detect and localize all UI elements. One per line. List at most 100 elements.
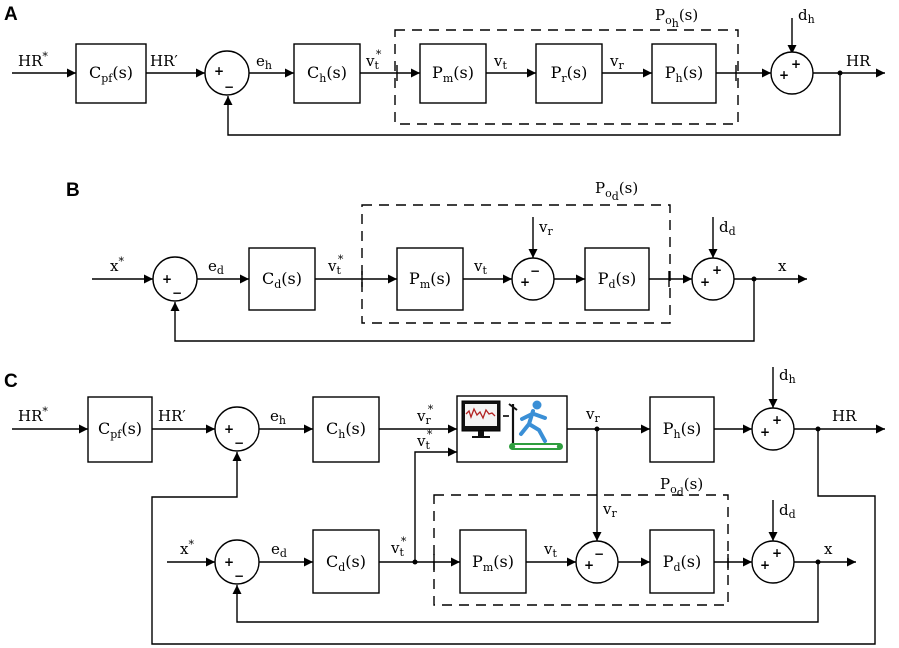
block-c-controller-h [312,396,380,463]
block-a-prefilter [75,43,147,104]
sum-b-diff [511,257,555,301]
plant-group-od-label: Pod(s) [595,179,638,203]
sum-b-error-minus: − [172,286,182,300]
sum-a-error-minus: − [224,80,234,94]
sum-c-error-d-minus: − [234,569,244,583]
plant-group-od-c-frame [433,494,729,606]
monitor-chart-icon [461,400,501,438]
signal-c-speed: vt [543,540,557,560]
block-a-heart-label: Ph(s) [665,63,704,85]
panel-a: A Poh(s) Cpf(s) Ch(s) Pm(s) Pr(s) Ph(s) [4,4,885,136]
treadmill-runner-icon [508,400,563,450]
sum-b-output-plus-top: + [712,263,722,277]
signal-a-disturbance: dh [798,6,815,26]
block-a-controller-label: Ch(s) [307,63,347,85]
block-c-heart-label: Ph(s) [663,419,702,441]
signal-c-runner-speed: vr [585,405,600,425]
node-a-branch [837,70,843,76]
block-c-motor-label: Pm(s) [472,552,514,574]
sum-c-error-d [214,539,260,585]
node-c-hr-branch [815,426,821,432]
sum-c-hr-output-plus-top: + [772,413,782,427]
signal-c-hr-input: HR* [18,405,48,425]
signal-a-output: HR [846,52,871,70]
sum-a-output-plus-left: + [779,68,789,82]
signal-b-input: x* [110,255,124,275]
panel-c: C Pod(s) Cpf(s) [4,366,885,645]
sum-b-diff-minus: − [530,264,540,278]
signal-c-x-output: x [824,540,833,558]
signal-c-disturbance-d: dd [779,501,796,521]
signal-c-hr-output: HR [832,407,857,425]
block-b-controller-label: Cd(s) [262,269,302,291]
block-a-runner-label: Pr(s) [551,63,588,85]
signal-c-prefiltered: HR′ [158,407,186,425]
sum-c-hr-output-plus-left: + [760,425,770,439]
signal-b-error: ed [208,257,224,277]
block-c-prefilter [87,396,153,463]
sum-c-hr-output [751,407,795,451]
plant-group-oh-label: Poh(s) [655,6,698,30]
sum-c-error-h [214,406,260,452]
block-c-motor [459,529,527,594]
block-b-controller [248,247,316,311]
block-b-motor [396,247,464,311]
signal-c-runner-speed-2: vr [602,500,617,520]
sum-c-x-output [751,540,795,584]
block-c-controller-h-label: Ch(s) [326,419,366,441]
panel-b-letter: B [66,180,80,201]
sum-b-error-plus: + [162,272,172,286]
block-c-prefilter-label: Cpf(s) [98,419,142,441]
node-c-vt-branch [412,559,418,565]
block-b-motor-label: Pm(s) [409,269,451,291]
node-c-x-branch [815,559,821,565]
sum-b-output-plus-left: + [700,275,710,289]
wire-c-command-t [414,447,457,562]
sum-a-error-plus: + [214,64,224,78]
signal-c-command-t: vt* [416,428,433,452]
sum-c-x-output-plus-top: + [772,546,782,560]
signal-c-error-h: eh [270,407,286,427]
signal-c-command-r: vr* [416,403,434,427]
sum-c-error-h-minus: − [234,436,244,450]
wire-b-feedback [170,279,755,342]
sum-a-error [204,50,250,96]
signal-b-output: x [778,257,787,275]
signal-c-disturbance-h: dh [779,366,796,386]
block-b-position-label: Pd(s) [598,269,637,291]
block-c-controller-d-label: Cd(s) [326,552,366,574]
block-a-runner [535,43,603,104]
block-a-controller [293,43,361,104]
signal-b-command: vt* [327,253,344,277]
node-b-branch [751,276,757,282]
wire-a-feedback [223,73,841,136]
signal-a-error: eh [256,52,272,72]
sum-a-output-plus-top: + [791,57,801,71]
signal-c-x-input: x* [180,538,194,558]
panel-b: B Pod(s) Cd(s) Pm(s) Pd(s) + − + − + + [66,179,807,342]
block-a-motor-label: Pm(s) [432,63,474,85]
plant-group-od-c-label: Pod(s) [660,475,703,499]
signal-a-input: HR* [18,50,48,70]
plant-group-od-frame [361,204,671,324]
sum-c-error-d-plus: + [224,555,234,569]
sum-b-error [152,256,198,302]
sum-a-output [770,51,814,95]
block-c-controller-d [312,529,380,594]
sum-c-diff-minus: − [594,547,604,561]
wire-c-hr-feedback [151,429,876,645]
signal-c-error-d: ed [271,540,287,560]
sum-c-error-h-plus: + [224,422,234,436]
signal-b-runner-speed: vr [538,218,553,238]
block-c-position-label: Pd(s) [663,552,702,574]
sum-b-output [691,257,735,301]
sum-c-x-output-plus-left: + [760,558,770,572]
block-b-position [584,247,650,311]
signal-b-disturbance: dd [719,218,736,238]
signal-a-speed: vt [493,52,507,72]
signal-b-speed: vt [473,257,487,277]
signal-a-runner-speed: vr [609,52,624,72]
plant-group-oh-frame [394,29,739,125]
